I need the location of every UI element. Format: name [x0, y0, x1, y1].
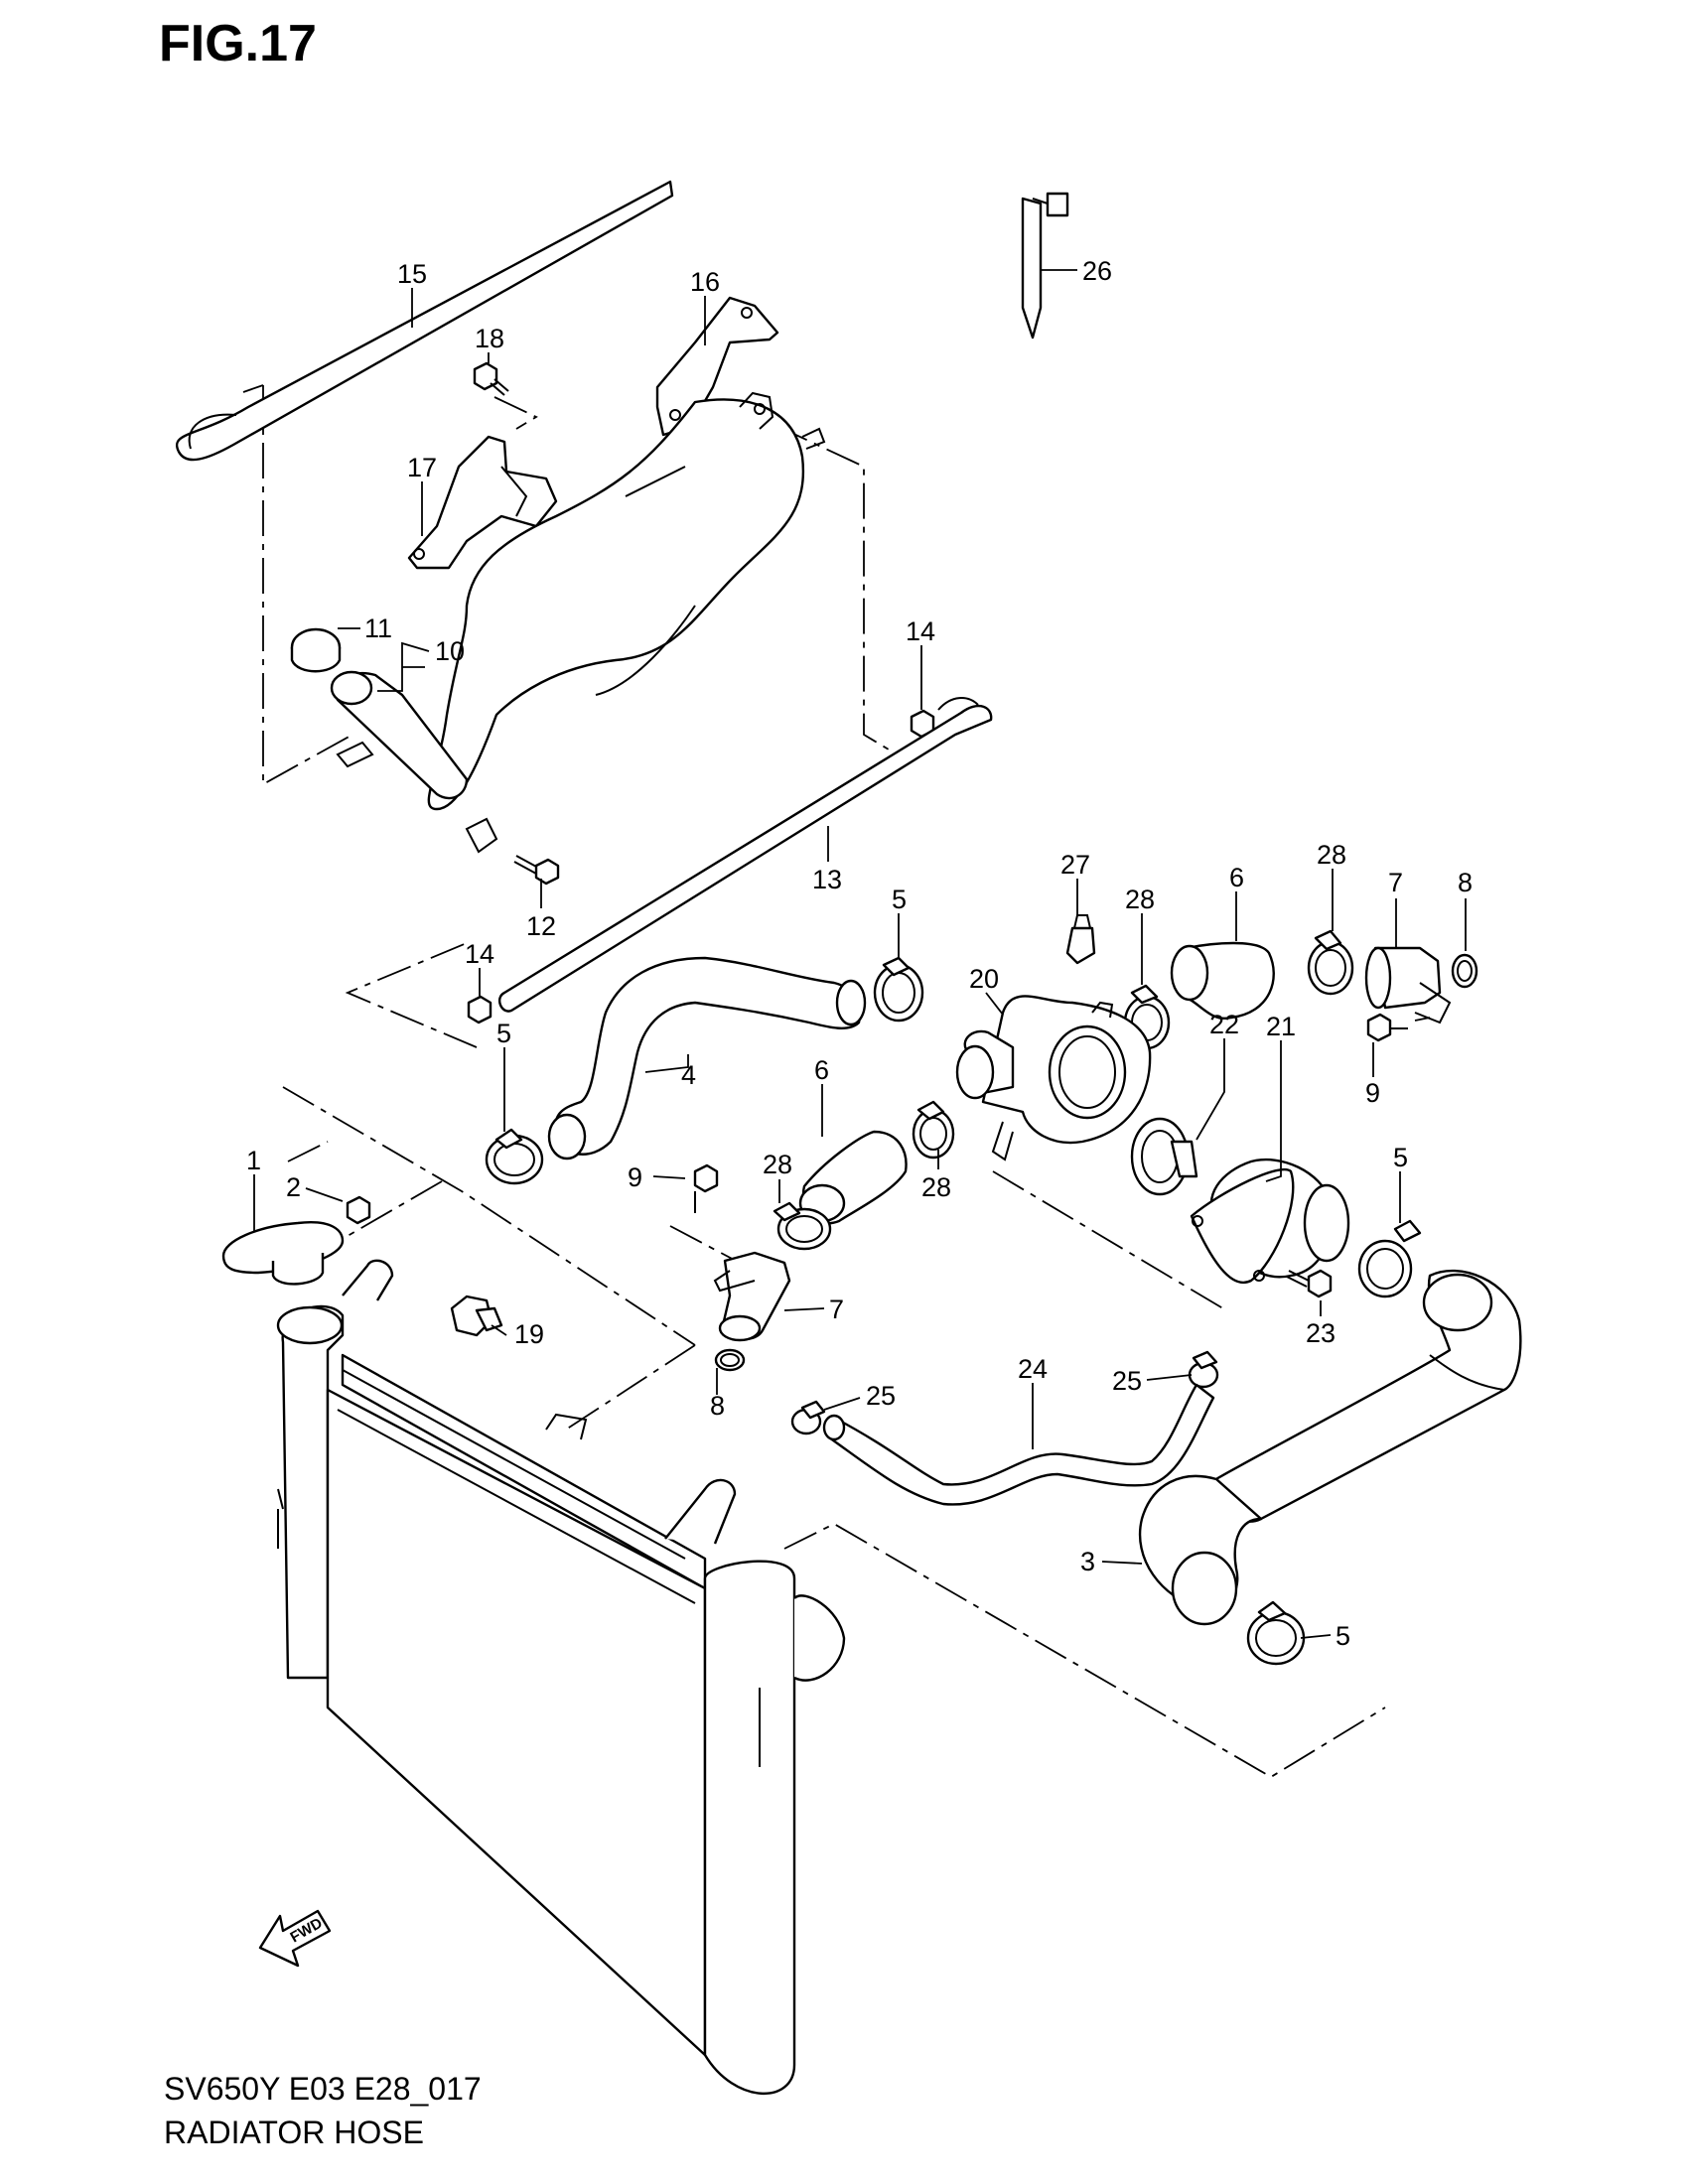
- callout-22: 22: [1209, 1010, 1239, 1039]
- callout-18: 18: [475, 324, 504, 353]
- figure-title: FIG.17: [159, 15, 317, 72]
- part-7-union-upper: [1364, 946, 1452, 1024]
- part-2-screw: [346, 1195, 371, 1225]
- leader-lines: [253, 269, 1467, 1639]
- part-3-radiator-hose: [1138, 1269, 1522, 1626]
- callout-26: 26: [1082, 256, 1112, 286]
- callout-4: 4: [681, 1060, 696, 1090]
- callout-15: 15: [397, 259, 427, 289]
- part-27-sensor: [1065, 914, 1096, 965]
- assembly-lines: [242, 384, 1431, 1779]
- radiator-core: [276, 1259, 846, 2096]
- part-7-union-lower: [713, 1251, 791, 1342]
- callout-7-b: 7: [829, 1295, 844, 1324]
- part-17-bracket: [407, 435, 558, 570]
- part-28-clamp-a: [1307, 929, 1354, 996]
- fwd-arrow-icon: FWD: [258, 1909, 332, 1968]
- callout-6-b: 6: [814, 1055, 829, 1085]
- callout-13: 13: [812, 865, 842, 894]
- part-18-bolt: [473, 361, 509, 396]
- callout-2: 2: [286, 1172, 301, 1202]
- callout-28-b: 28: [1125, 885, 1155, 914]
- part-25-clamp-left: [790, 1400, 826, 1435]
- part-14-clamp-lower: [467, 995, 492, 1024]
- callout-7-a: 7: [1388, 868, 1403, 897]
- callout-9-a: 9: [1365, 1078, 1380, 1108]
- callout-28-a: 28: [1317, 840, 1346, 870]
- callout-27: 27: [1060, 850, 1090, 880]
- part-21-thermostat-cover: [1190, 1158, 1350, 1284]
- callout-5-a: 5: [892, 885, 907, 914]
- callout-6-a: 6: [1229, 863, 1244, 892]
- callout-28-d: 28: [763, 1150, 792, 1179]
- part-22-thermostat: [1130, 1117, 1198, 1196]
- figure-model-code: SV650Y E03 E28_017: [164, 2071, 482, 2107]
- callout-23: 23: [1306, 1318, 1336, 1348]
- callout-21: 21: [1266, 1012, 1296, 1041]
- part-1-radiator-cap: [221, 1221, 345, 1286]
- callout-17: 17: [407, 453, 437, 482]
- part-26-band: [1021, 192, 1069, 340]
- part-13-overflow-hose: [497, 697, 993, 1013]
- callout-3: 3: [1080, 1547, 1095, 1576]
- callout-16: 16: [690, 267, 720, 297]
- callout-5-d: 5: [1336, 1621, 1350, 1651]
- callout-9-b: 9: [628, 1162, 642, 1192]
- callout-14-a: 14: [906, 616, 935, 646]
- part-28-clamp-d: [773, 1201, 832, 1251]
- part-6-hose-upper: [1170, 941, 1275, 1021]
- callouts: 1 2 3 4 5 5 5 5 6 6 7 7 8 8 9 9 10 11 12…: [246, 256, 1473, 1651]
- callout-25-a: 25: [866, 1381, 896, 1411]
- callout-14-b: 14: [465, 939, 494, 969]
- part-15-overflow-pipe: [176, 180, 674, 462]
- callout-11: 11: [364, 614, 392, 643]
- part-19-fan-switch: [450, 1295, 503, 1337]
- part-8-o-ring-upper: [1451, 953, 1478, 989]
- part-20-thermostat-case: [955, 995, 1152, 1161]
- part-9-bolt-lower: [693, 1163, 719, 1213]
- part-11-reservoir-cap: [290, 627, 342, 673]
- callout-10: 10: [435, 636, 465, 666]
- part-5-clamp-d: [1246, 1600, 1306, 1666]
- figure-name: RADIATOR HOSE: [164, 2115, 424, 2150]
- callout-5-b: 5: [496, 1019, 511, 1048]
- part-24-bypass-hose: [822, 1383, 1215, 1506]
- part-9-bolt-upper: [1366, 1013, 1408, 1042]
- part-25-clamp-right: [1188, 1350, 1219, 1389]
- callout-1: 1: [246, 1146, 261, 1175]
- part-10-reservoir-tank: [330, 391, 826, 854]
- callout-25-b: 25: [1112, 1366, 1142, 1396]
- part-5-clamp-a: [873, 956, 924, 1023]
- part-12-bolt: [513, 855, 560, 886]
- part-8-o-ring-lower: [714, 1348, 746, 1372]
- callout-20: 20: [969, 964, 999, 994]
- part-23-bolt: [1286, 1269, 1333, 1298]
- callout-8-b: 8: [710, 1391, 725, 1421]
- part-6-hose-lower: [798, 1130, 908, 1225]
- callout-28-c: 28: [921, 1172, 951, 1202]
- part-16-bracket: [655, 296, 779, 437]
- callout-19: 19: [514, 1319, 544, 1349]
- part-5-clamp-b: [485, 1128, 544, 1185]
- callout-12: 12: [526, 911, 556, 941]
- callout-5-c: 5: [1393, 1143, 1408, 1172]
- part-5-clamp-c: [1357, 1219, 1422, 1298]
- part-4-radiator-hose: [547, 956, 867, 1160]
- callout-24: 24: [1018, 1354, 1048, 1384]
- callout-8-a: 8: [1458, 868, 1473, 897]
- part-28-clamp-c: [912, 1100, 955, 1160]
